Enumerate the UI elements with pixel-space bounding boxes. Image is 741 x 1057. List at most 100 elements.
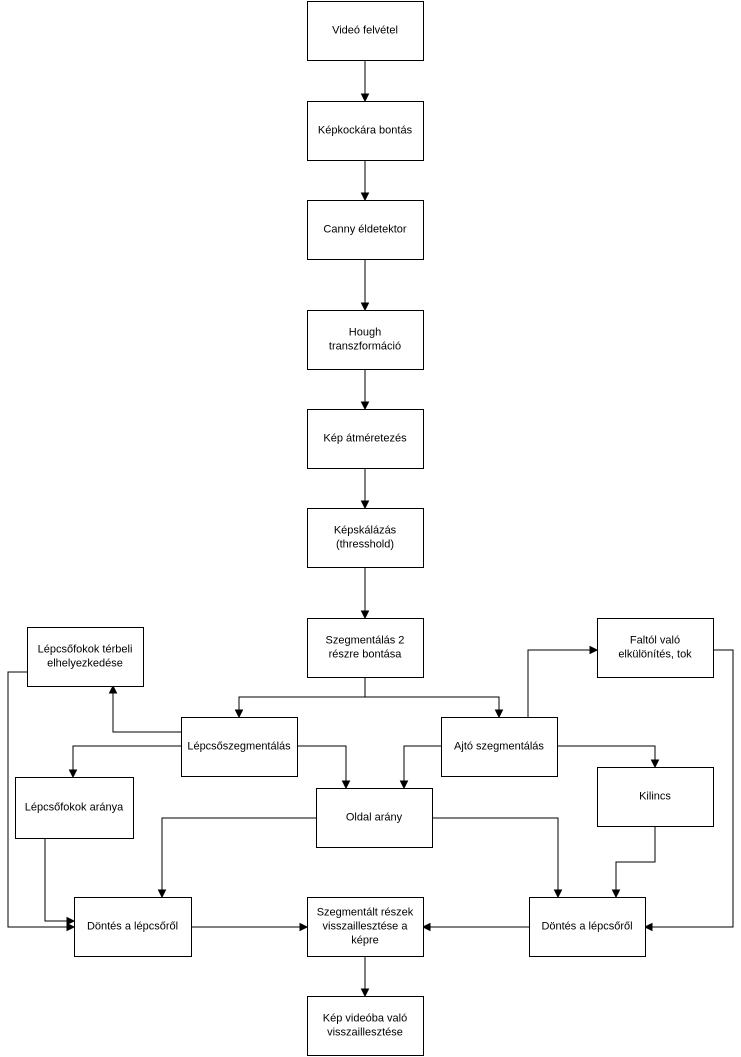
arrowhead bbox=[589, 645, 599, 655]
edge-steps_ratio-to-decision_left bbox=[44, 838, 76, 926]
edge-line bbox=[527, 649, 597, 717]
node-box bbox=[307, 409, 424, 469]
arrowhead bbox=[360, 610, 370, 620]
edge-door_seg-to-side_ratio bbox=[399, 745, 441, 790]
edge-line bbox=[112, 686, 181, 733]
arrowhead bbox=[650, 759, 660, 769]
edge-reassemble-to-final bbox=[360, 956, 370, 998]
node-reassemble: Szegmentált részek visszaillesztése a képr… bbox=[307, 897, 424, 957]
node-label: Ajtó szegmentálás bbox=[454, 740, 544, 752]
edge-line bbox=[365, 696, 500, 717]
arrowhead bbox=[643, 922, 653, 932]
node-box bbox=[307, 897, 424, 957]
edge-frames-to-canny bbox=[360, 160, 370, 202]
edge-line bbox=[432, 817, 559, 897]
node-label: képre bbox=[351, 934, 379, 946]
node-box bbox=[441, 717, 558, 777]
node-label: Képkockára bontás bbox=[318, 124, 413, 136]
node-stair-seg: Lépcsőszegmentálás bbox=[181, 717, 298, 777]
edge-scale-to-seg2 bbox=[360, 567, 370, 620]
edge-decision_right-to-reassemble bbox=[421, 922, 529, 932]
edge-handle-to-decision_right bbox=[611, 826, 656, 899]
node-wall: Faltól való elkülönítés, tok bbox=[597, 618, 714, 678]
node-canny: Canny éldetektor bbox=[307, 200, 424, 260]
arrowhead bbox=[360, 302, 370, 312]
node-box bbox=[307, 101, 424, 161]
edge-stair_seg-to-steps_pos bbox=[108, 684, 181, 733]
edge-door_seg-to-wall bbox=[527, 645, 599, 717]
arrowhead bbox=[360, 500, 370, 510]
node-box bbox=[307, 508, 424, 568]
node-label: Döntés a lépcsőről bbox=[541, 920, 632, 932]
node-box bbox=[597, 767, 714, 827]
node-label: Döntés a lépcsőről bbox=[87, 920, 178, 932]
node-box bbox=[74, 897, 192, 957]
node-label: Kép videóba való bbox=[323, 1012, 407, 1024]
node-label: Kép átméretezés bbox=[323, 432, 407, 444]
node-label: visszaillesztése bbox=[327, 1026, 403, 1038]
edge-seg2-to-door_seg bbox=[365, 696, 504, 719]
node-box bbox=[307, 618, 424, 678]
node-box bbox=[27, 627, 144, 687]
node-scale: Képskálázás (thresshold) bbox=[307, 508, 424, 568]
arrowhead bbox=[66, 922, 76, 932]
edge-resize-to-scale bbox=[360, 468, 370, 510]
arrowhead bbox=[108, 684, 118, 694]
node-box bbox=[316, 788, 433, 848]
node-label: Canny éldetektor bbox=[323, 223, 406, 235]
edge-side_ratio-to-decision_left bbox=[157, 817, 316, 899]
node-label: Képskálázás bbox=[334, 524, 397, 536]
node-video: Videó felvétel bbox=[307, 1, 424, 61]
arrowhead bbox=[553, 889, 563, 899]
node-label: Videó felvétel bbox=[332, 24, 398, 36]
node-box bbox=[307, 200, 424, 260]
arrowhead bbox=[234, 709, 244, 719]
node-label: Kilincs bbox=[639, 790, 671, 802]
node-label: Faltól való bbox=[630, 634, 680, 646]
node-label: transzformáció bbox=[329, 340, 401, 352]
node-box bbox=[15, 777, 134, 839]
arrowhead bbox=[494, 709, 504, 719]
arrowhead bbox=[360, 93, 370, 103]
node-frames: Képkockára bontás bbox=[307, 101, 424, 161]
edge-line bbox=[44, 838, 74, 922]
edge-door_seg-to-handle bbox=[557, 745, 660, 769]
edge-seg2-to-stair_seg bbox=[234, 677, 366, 719]
node-label: (thresshold) bbox=[336, 538, 394, 550]
node-label: Lépcsőfokok aránya bbox=[25, 801, 124, 813]
node-label: Szegmentálás 2 bbox=[326, 634, 405, 646]
node-label: elhelyezkedése bbox=[47, 657, 123, 669]
edge-canny-to-hough bbox=[360, 259, 370, 312]
edge-line bbox=[297, 745, 347, 788]
edges bbox=[7, 60, 734, 998]
edge-stair_seg-to-steps_ratio bbox=[68, 745, 181, 779]
arrowhead bbox=[157, 889, 167, 899]
node-label: Szegmentált részek bbox=[317, 906, 414, 918]
arrowhead bbox=[360, 192, 370, 202]
node-label: Oldal arány bbox=[346, 811, 403, 823]
node-box bbox=[529, 897, 646, 957]
arrowhead bbox=[360, 401, 370, 411]
node-box bbox=[307, 1, 424, 61]
edge-hough-to-resize bbox=[360, 369, 370, 411]
edge-video-to-frames bbox=[360, 60, 370, 103]
edge-line bbox=[161, 817, 316, 897]
arrowhead bbox=[611, 889, 621, 899]
arrowhead bbox=[421, 922, 431, 932]
edge-line bbox=[72, 745, 181, 777]
node-label: visszaillesztése a bbox=[323, 920, 409, 932]
edge-wall-to-decision_right bbox=[643, 649, 734, 932]
node-decision-right: Döntés a lépcsőről bbox=[529, 897, 646, 957]
node-label: elkülönítés, tok bbox=[618, 648, 692, 660]
edge-steps_pos-to-decision_left bbox=[7, 671, 76, 932]
edge-line bbox=[645, 649, 734, 928]
edge-line bbox=[238, 677, 366, 717]
node-label: részre bontása bbox=[329, 648, 403, 660]
node-door-seg: Ajtó szegmentálás bbox=[441, 717, 558, 777]
edge-line bbox=[7, 671, 74, 928]
edge-stair_seg-to-side_ratio bbox=[297, 745, 351, 790]
